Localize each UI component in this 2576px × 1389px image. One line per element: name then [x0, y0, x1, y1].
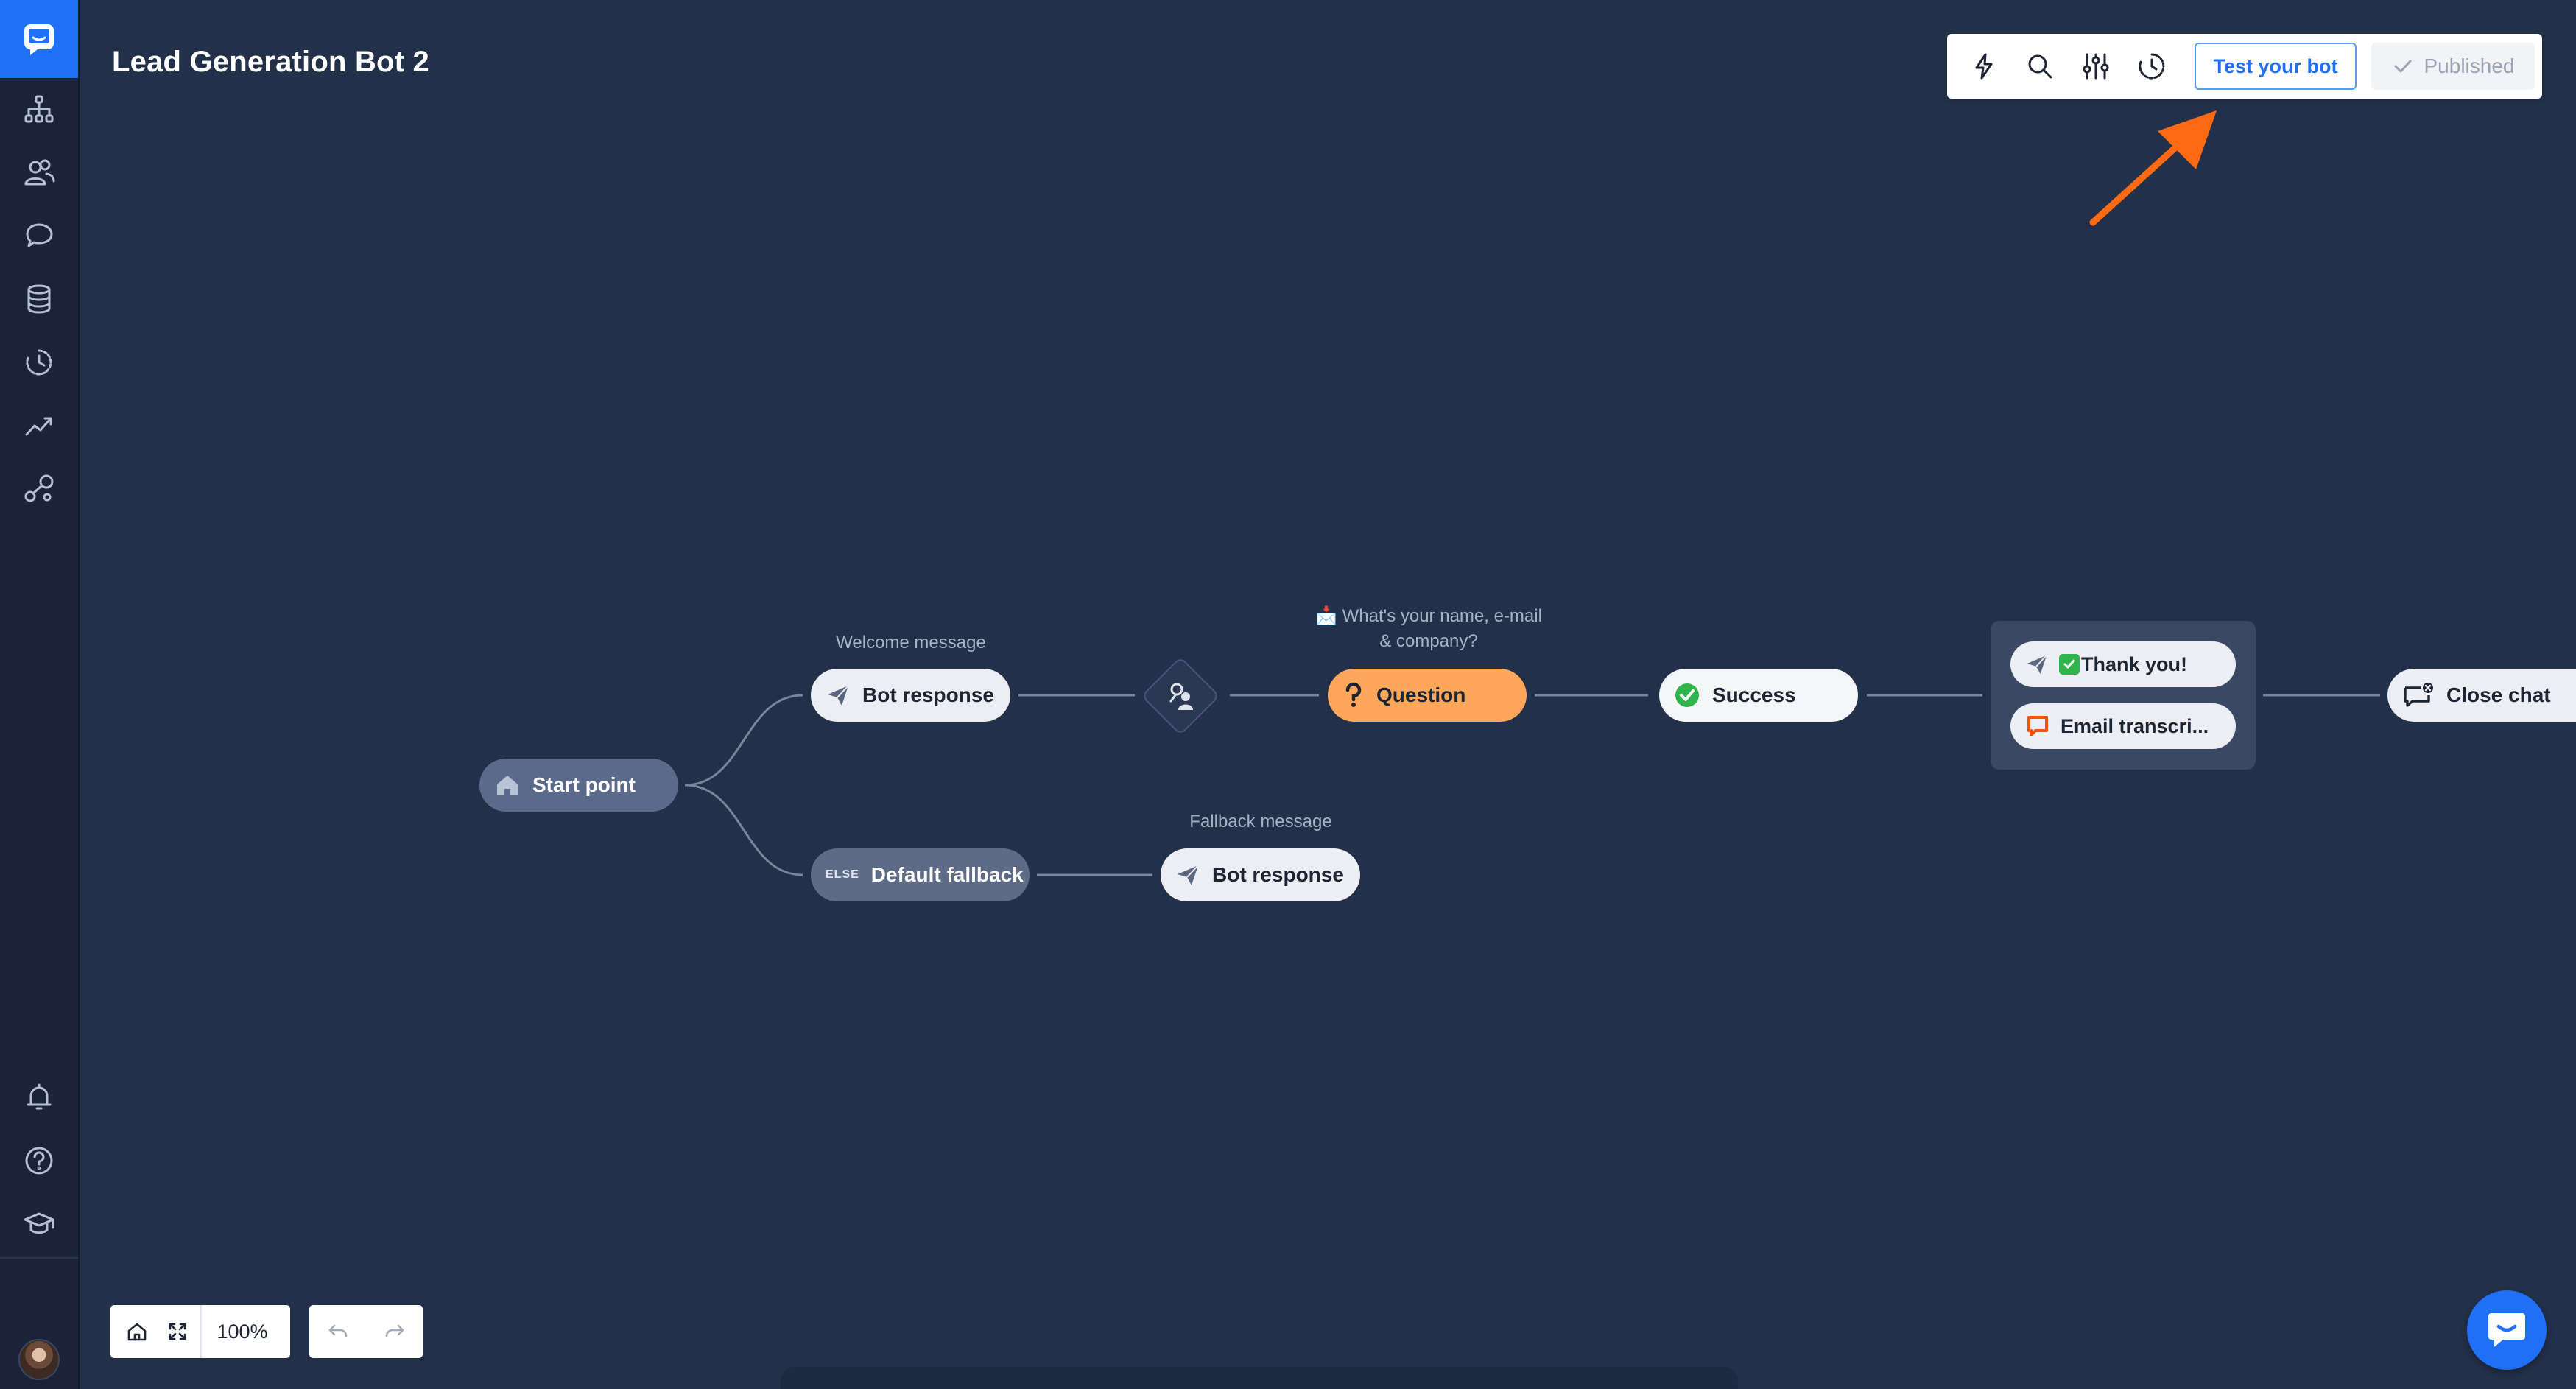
sidebar-item-stories[interactable] [21, 91, 57, 127]
question-caption-line1: 📩 What's your name, e-mail [1315, 606, 1542, 626]
home-icon [127, 1323, 147, 1341]
else-badge: ELSE [826, 868, 859, 881]
sidebar-item-integrations[interactable] [21, 471, 57, 507]
sidebar-item-history[interactable] [21, 345, 57, 380]
home-icon [497, 776, 518, 795]
trend-chart-icon [25, 417, 52, 436]
default-fallback-node[interactable]: ELSE Default fallback [811, 848, 1030, 901]
send-icon [1178, 865, 1199, 885]
fallback-message-caption: Fallback message [1189, 812, 1332, 831]
close-chat-label: Close chat [2446, 683, 2551, 706]
chatbot-logo-icon[interactable] [0, 0, 78, 78]
start-point-node[interactable]: Start point [479, 759, 678, 812]
center-view-button[interactable] [115, 1305, 159, 1358]
sidebar-item-academy[interactable] [21, 1206, 57, 1242]
sidebar-item-reports[interactable] [21, 408, 57, 443]
action-group: Thank you! Email transcri... [1991, 621, 2256, 770]
welcome-message-caption: Welcome message [836, 633, 986, 653]
send-icon [828, 685, 849, 706]
question-node[interactable]: Question [1328, 669, 1527, 722]
fallback-bot-response-node[interactable]: Bot response [1161, 848, 1360, 901]
history-icon [26, 349, 52, 376]
undo-icon [328, 1324, 347, 1337]
sidebar-item-data[interactable] [21, 281, 57, 317]
sidebar [0, 0, 80, 1389]
integrations-icon [24, 474, 54, 502]
close-chat-icon [2404, 683, 2433, 707]
published-label: Published [2424, 54, 2515, 77]
default-fallback-label: Default fallback [870, 863, 1024, 886]
bottom-panel-edge [781, 1367, 1738, 1389]
view-controls: 100% [110, 1305, 290, 1358]
check-icon [2394, 60, 2411, 73]
search-icon [2028, 54, 2052, 79]
test-your-bot-button[interactable]: Test your bot [2195, 43, 2357, 90]
expand-icon [169, 1323, 186, 1340]
question-caption: 📩 What's your name, e-mail & company? [1296, 604, 1561, 654]
sidebar-item-help[interactable] [21, 1143, 57, 1178]
redo-icon [385, 1324, 404, 1337]
sidebar-item-notifications[interactable] [21, 1080, 57, 1115]
chat-widget-button[interactable] [2467, 1290, 2547, 1370]
history-button[interactable] [2136, 50, 2168, 82]
check-circle-icon [1675, 683, 1699, 707]
history-controls [309, 1305, 423, 1358]
question-caption-line2: & company? [1379, 631, 1478, 651]
undo-button[interactable] [316, 1305, 360, 1358]
start-point-label: Start point [532, 773, 636, 796]
avatar[interactable] [18, 1339, 60, 1380]
published-button: Published [2371, 43, 2535, 90]
sitemap-icon [24, 95, 54, 123]
close-chat-node[interactable]: Close chat [2387, 669, 2576, 722]
welcome-bot-response-label: Bot response [862, 683, 994, 706]
database-icon [27, 284, 51, 314]
chat-bubble-icon [2488, 1313, 2525, 1347]
search-button[interactable] [2024, 50, 2056, 82]
fallback-bot-response-label: Bot response [1212, 863, 1344, 886]
redo-button[interactable] [373, 1305, 417, 1358]
success-node[interactable]: Success [1659, 669, 1858, 722]
welcome-bot-response-node[interactable]: Bot response [811, 669, 1010, 722]
question-label: Question [1376, 683, 1466, 706]
thank-you-label: Thank you! [2081, 653, 2188, 675]
page-title: Lead Generation Bot 2 [112, 46, 429, 78]
check-mark-emoji-icon [2059, 654, 2080, 675]
sidebar-divider [0, 1257, 78, 1259]
bell-icon [27, 1083, 52, 1110]
email-transcript-label: Email transcri... [2061, 714, 2209, 737]
top-toolbar: Test your bot Published [1947, 34, 2542, 99]
success-label: Success [1712, 683, 1796, 706]
history-icon [2139, 53, 2165, 80]
livechat-icon [2027, 716, 2048, 736]
sidebar-item-audience[interactable] [21, 155, 57, 190]
thank-you-bot-response-node[interactable]: Thank you! [2010, 641, 2236, 687]
annotation-arrow-icon [2089, 110, 2217, 226]
zoom-level[interactable]: 100% [200, 1305, 283, 1358]
sliders-icon [2083, 53, 2109, 80]
sidebar-item-chats[interactable] [21, 218, 57, 253]
triggers-button[interactable] [1968, 50, 2000, 82]
lightning-icon [1975, 53, 1993, 80]
users-icon [24, 159, 55, 186]
email-transcript-node[interactable]: Email transcri... [2010, 703, 2236, 749]
graduation-cap-icon [24, 1212, 54, 1234]
chat-bubble-icon [26, 223, 53, 247]
question-mark-icon [1345, 682, 1362, 707]
condition-filter-node[interactable] [1141, 656, 1220, 736]
fit-to-screen-button[interactable] [159, 1305, 196, 1358]
settings-button[interactable] [2080, 50, 2112, 82]
send-icon [2027, 655, 2047, 675]
help-circle-icon [25, 1147, 53, 1175]
